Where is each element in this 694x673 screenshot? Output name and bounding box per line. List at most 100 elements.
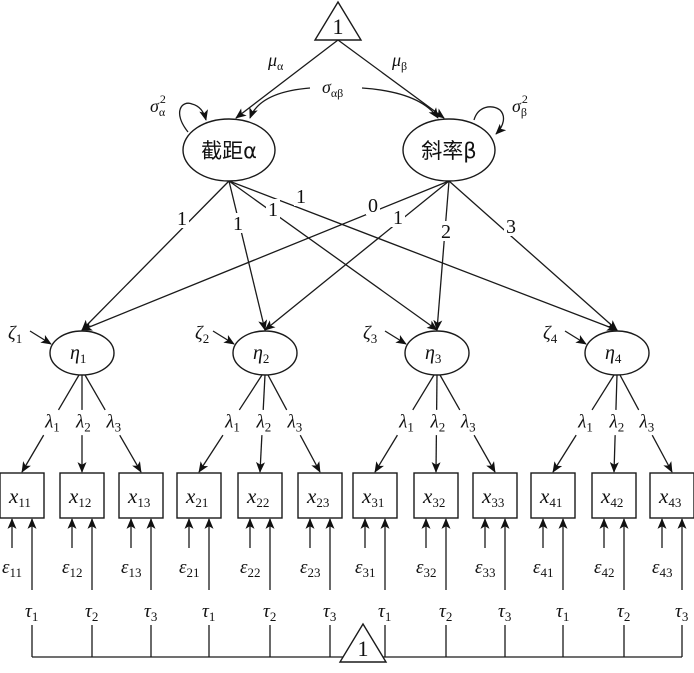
- factor-loading-path: [198, 434, 224, 473]
- slope-loading-label: 3: [506, 216, 516, 238]
- slope-loading-label: 1: [393, 207, 403, 229]
- slope-loading-label: 2: [441, 221, 451, 243]
- indicator-box: [0, 472, 45, 519]
- factor-loading-path: [609, 435, 619, 473]
- constant-top-node: 1: [313, 0, 363, 41]
- indicator-node: x23: [297, 472, 343, 519]
- indicator-node: x32: [413, 472, 459, 519]
- slope-loading-path: [433, 180, 450, 331]
- factor-loading-label: λ3: [286, 412, 302, 435]
- intercept-loading-path: [81, 180, 230, 331]
- indicator-box: [59, 472, 105, 519]
- slope-loading-path: [264, 180, 450, 331]
- intercept-label: 截距α: [201, 139, 257, 163]
- factor-loading-path: [57, 374, 80, 411]
- item-intercept-label: τ2: [85, 601, 98, 624]
- item-intercept-label: τ3: [498, 601, 511, 624]
- indicator-box: [591, 472, 637, 519]
- item-intercept-label: τ2: [263, 601, 276, 624]
- factor-loading-path: [267, 374, 288, 411]
- label-gap: [294, 186, 308, 206]
- intercept-loading-path: [228, 180, 438, 331]
- mean-alpha-label: μα: [267, 50, 284, 73]
- item-intercept-label: τ3: [323, 601, 336, 624]
- disturbance-path: [384, 330, 407, 345]
- mean-beta-path: [337, 39, 445, 119]
- error-label: ε41: [533, 557, 554, 580]
- latent-factor-node: η2: [232, 330, 298, 376]
- factor-loading-path: [21, 434, 45, 473]
- disturbance-label: ζ4: [543, 323, 558, 346]
- factor-loading-label: λ3: [105, 412, 121, 435]
- intercept-loading-path: [228, 180, 268, 331]
- variance-beta-loop: [473, 106, 507, 135]
- item-intercept-label: τ2: [439, 601, 452, 624]
- slope-loading-path: [448, 180, 618, 331]
- factor-loading-label: λ2: [609, 412, 625, 435]
- label-gap: [175, 208, 189, 228]
- factor-loading-path: [238, 374, 263, 411]
- item-intercept-label: τ1: [556, 601, 569, 624]
- label-gap: [231, 213, 245, 233]
- indicator-label: x42: [600, 484, 623, 510]
- factor-loading-label: λ1: [398, 412, 414, 435]
- constant-bottom-node: 1: [338, 622, 388, 663]
- label-gap: [391, 207, 405, 227]
- indicator-node: x31: [352, 472, 398, 519]
- indicator-box: [297, 472, 343, 519]
- factor-loading-label: λ2: [430, 412, 446, 435]
- error-label: ε42: [594, 557, 615, 580]
- indicator-box: [413, 472, 459, 519]
- indicator-box: [118, 472, 164, 519]
- indicator-label: x23: [306, 484, 329, 510]
- indicator-box: [352, 472, 398, 519]
- intercept-loading-label: 1: [233, 213, 243, 235]
- indicator-label: x33: [481, 484, 504, 510]
- indicator-box: [237, 472, 283, 519]
- factor-loading-label: λ1: [44, 412, 60, 435]
- factor-loading-path: [439, 374, 461, 411]
- factor-loading-label: λ1: [224, 412, 240, 435]
- error-label: ε32: [416, 557, 437, 580]
- indicator-label: x43: [658, 484, 681, 510]
- item-intercept-label: τ1: [25, 601, 38, 624]
- constant-top-label: 1: [333, 14, 344, 39]
- factor-loading-path: [412, 374, 435, 411]
- item-intercept-label: τ2: [617, 601, 630, 624]
- label-gap: [266, 199, 280, 219]
- indicator-label: x21: [185, 484, 208, 510]
- indicator-node: x43: [649, 472, 694, 519]
- indicator-label: x31: [361, 484, 384, 510]
- factor-loading-label: λ2: [75, 412, 91, 435]
- factor-loading-path: [619, 374, 640, 411]
- indicator-label: x32: [422, 484, 445, 510]
- factor-loading-label: λ3: [638, 412, 654, 435]
- factor-loading-path: [374, 434, 398, 473]
- factor-loading-path: [651, 434, 673, 473]
- label-gap: [366, 195, 380, 215]
- label-gap: [504, 216, 518, 236]
- item-intercept-label: τ1: [202, 601, 215, 624]
- factor-loading-path: [256, 435, 266, 473]
- covariance-path-left: [249, 87, 311, 119]
- error-label: ε31: [355, 557, 376, 580]
- indicator-node: x11: [0, 472, 45, 519]
- constant-bottom-label: 1: [358, 636, 369, 661]
- factor-loading-path: [552, 434, 577, 473]
- latent-factor-node: η3: [404, 330, 470, 376]
- factor-loading-label: λ2: [256, 412, 272, 435]
- factor-loading-path: [473, 434, 496, 473]
- factor-loading-path: [615, 374, 618, 410]
- latent-factor-node: η4: [584, 330, 650, 376]
- slope-factor-node: 斜率β: [402, 118, 496, 182]
- mean-beta-label: μβ: [391, 50, 407, 73]
- disturbance-label: ζ2: [195, 323, 209, 346]
- error-label: ε22: [240, 557, 261, 580]
- factor-loading-path: [262, 374, 266, 410]
- indicator-label: x12: [68, 484, 91, 510]
- triangle-shape: [338, 622, 388, 663]
- intercept-factor-node: 截距α: [182, 118, 276, 182]
